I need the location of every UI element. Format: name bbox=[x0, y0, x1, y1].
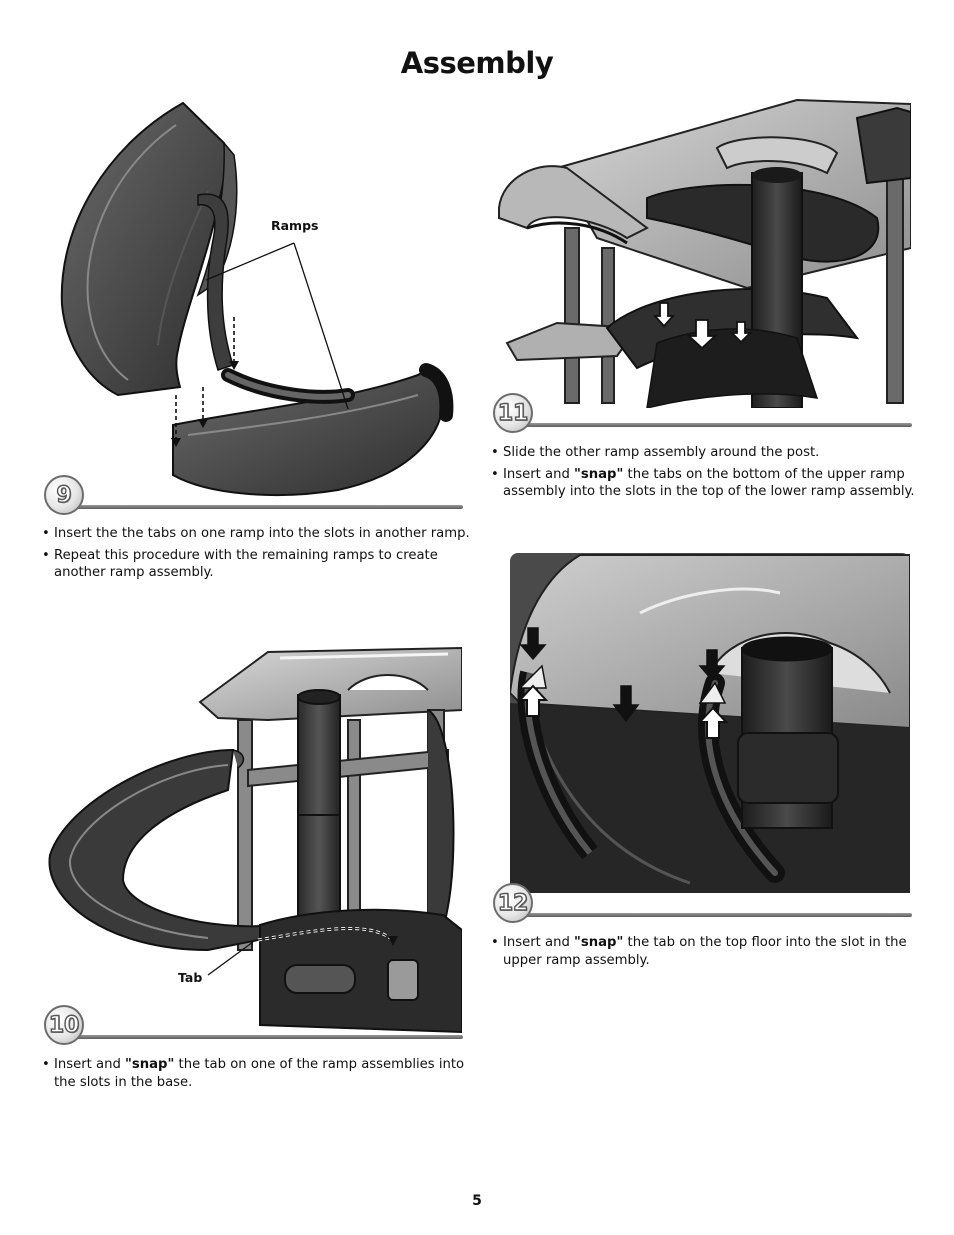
page-number: 5 bbox=[472, 1193, 482, 1209]
step-10-instructions: Insert and "snap" the tab on one of the … bbox=[42, 1056, 472, 1095]
step-12-instructions: Insert and "snap" the tab on the top flo… bbox=[491, 934, 916, 973]
step-rule bbox=[72, 505, 463, 509]
instruction-item: Insert and "snap" the tab on the top flo… bbox=[491, 934, 916, 969]
upper-ramp-illustration bbox=[498, 98, 911, 408]
step-rule bbox=[72, 1035, 463, 1039]
step-number-badge: 12 bbox=[493, 883, 533, 923]
step-11-header: 11 bbox=[493, 393, 912, 433]
instruction-text: the tab on the top floor into the slot i… bbox=[503, 935, 907, 968]
instruction-text: Insert and bbox=[503, 935, 575, 950]
instruction-item: Repeat this procedure with the remaining… bbox=[42, 547, 472, 582]
instruction-emphasis: "snap" bbox=[125, 1057, 175, 1072]
instruction-text: the tabs on the bottom of the upper ramp… bbox=[503, 466, 915, 500]
instruction-text: Repeat this procedure with the remaining… bbox=[54, 547, 438, 581]
step-number-badge: 11 bbox=[493, 393, 533, 433]
step-9-header: 9 bbox=[44, 475, 463, 515]
instruction-item: Slide the other ramp assembly around the… bbox=[491, 444, 916, 462]
step-rule bbox=[521, 423, 912, 427]
instruction-item: Insert and "snap" the tab on one of the … bbox=[42, 1056, 472, 1091]
step-12-header: 12 bbox=[493, 883, 912, 923]
instruction-text: the tab on one of the ramp assemblies in… bbox=[54, 1057, 465, 1090]
ramps-callout: Ramps bbox=[271, 218, 319, 233]
step-9-instructions: Insert the the tabs on one ramp into the… bbox=[42, 525, 472, 586]
instruction-text: Slide the other ramp assembly around the… bbox=[503, 445, 820, 460]
instruction-item: Insert the the tabs on one ramp into the… bbox=[42, 525, 472, 543]
instruction-emphasis: "snap" bbox=[574, 935, 624, 950]
top-floor-illustration bbox=[510, 553, 910, 893]
step-rule bbox=[521, 913, 912, 917]
tab-callout: Tab bbox=[178, 970, 203, 985]
step-number-badge: 9 bbox=[44, 475, 84, 515]
page-title: Assembly bbox=[400, 46, 554, 80]
step-10-header: 10 bbox=[44, 1005, 463, 1045]
instruction-text: Insert and bbox=[54, 1057, 126, 1072]
ramp-to-base-illustration bbox=[48, 646, 462, 1034]
instruction-text: Insert and bbox=[503, 466, 575, 482]
instruction-emphasis: "snap" bbox=[574, 466, 624, 482]
instruction-item: Insert and "snap" the tabs on the bottom… bbox=[491, 466, 916, 501]
step-11-instructions: Slide the other ramp assembly around the… bbox=[491, 444, 916, 505]
instruction-text: Insert the the tabs on one ramp into the… bbox=[54, 526, 470, 541]
ramp-pieces-illustration bbox=[60, 101, 454, 496]
step-number-badge: 10 bbox=[44, 1005, 84, 1045]
